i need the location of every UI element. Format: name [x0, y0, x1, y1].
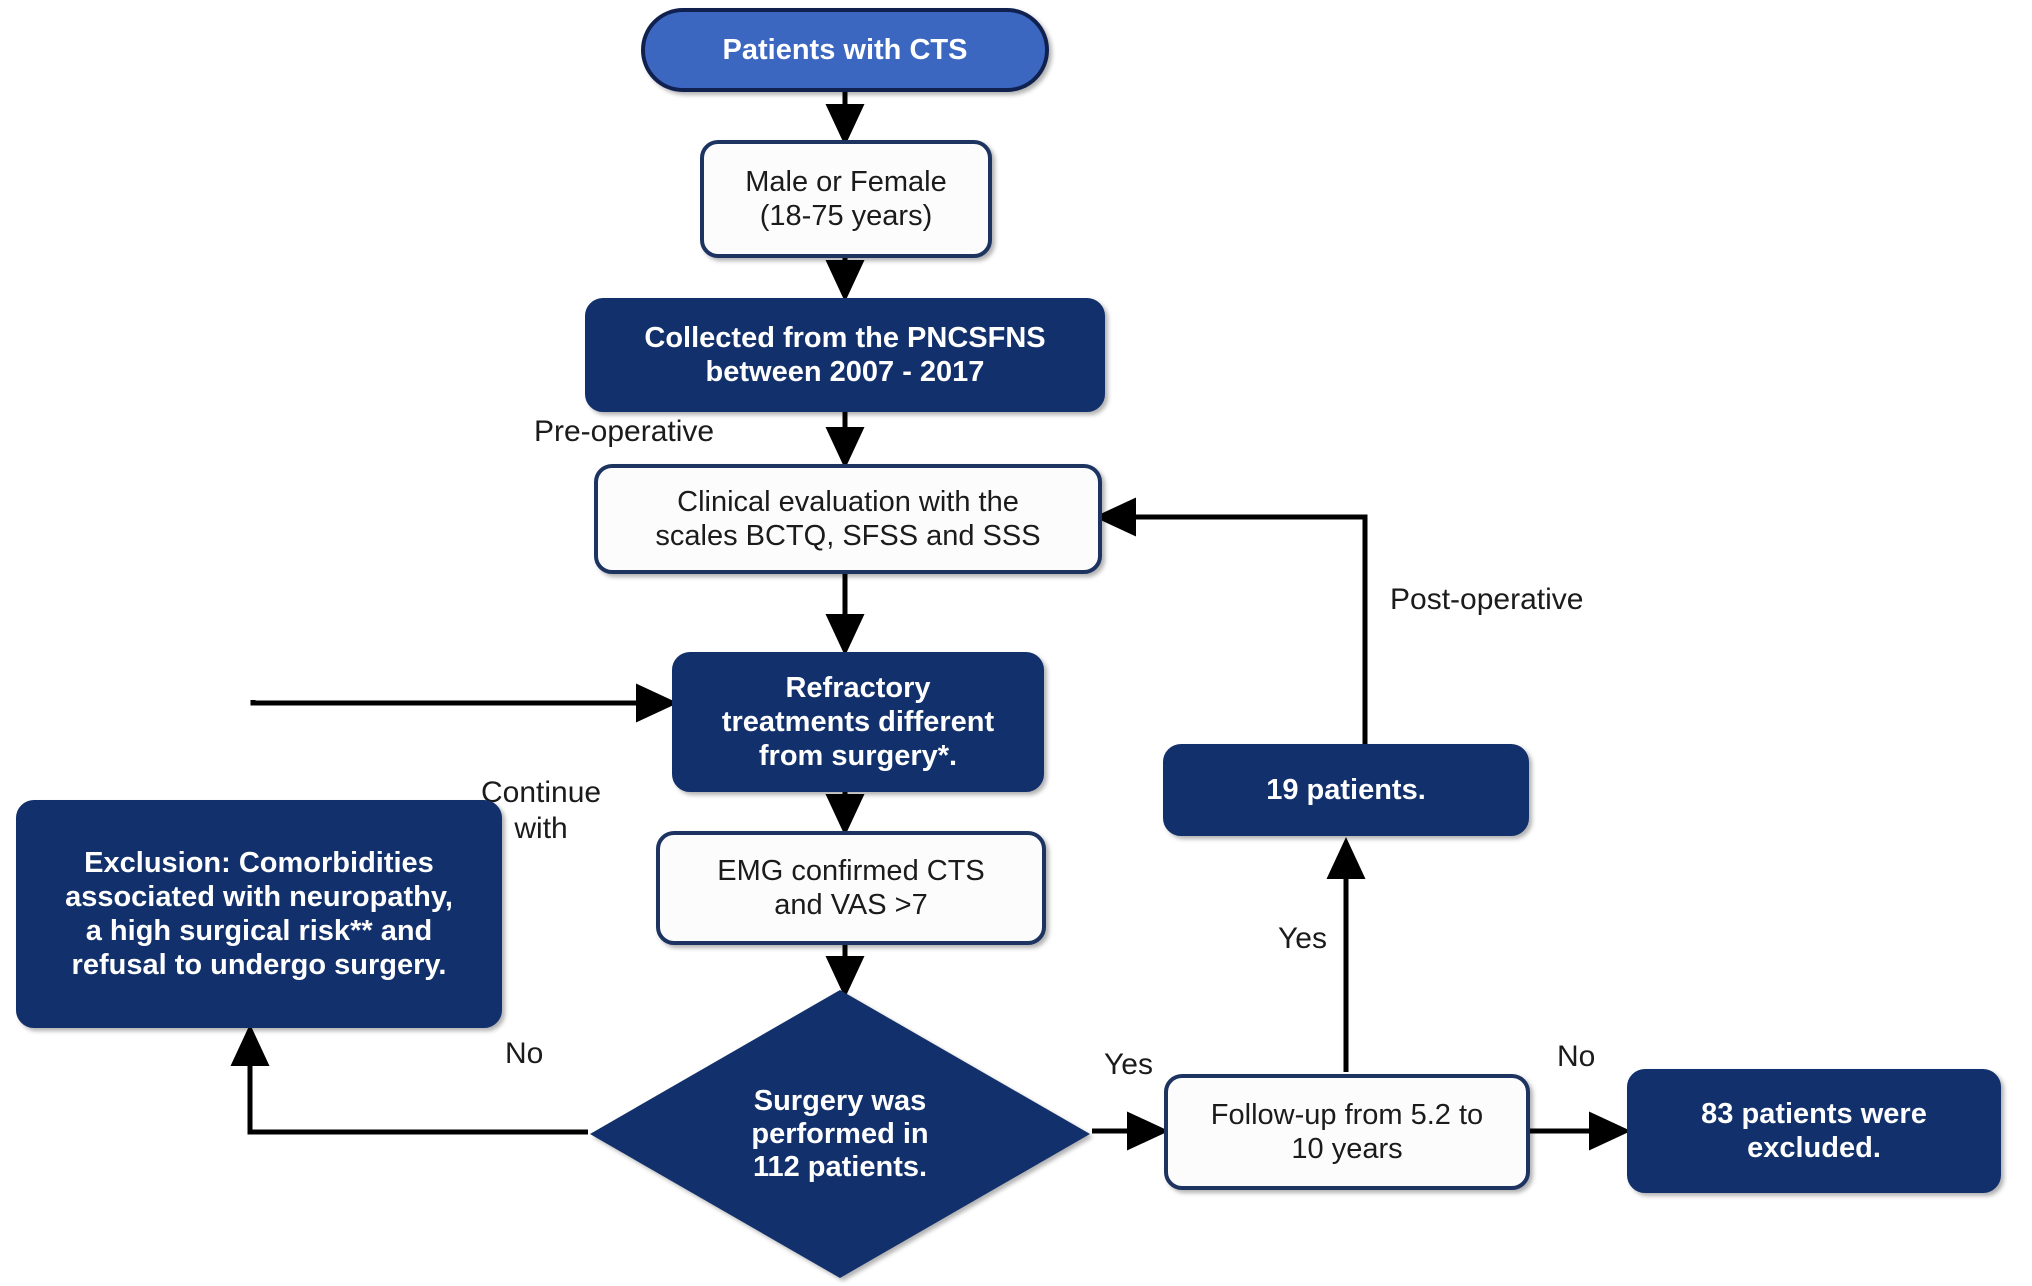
- node-label: Exclusion: Comorbidities associated with…: [65, 846, 453, 982]
- node-nineteen-patients[interactable]: 19 patients.: [1163, 744, 1529, 836]
- edge-label-yes-surgery: Yes: [1104, 1048, 1153, 1082]
- node-eligibility[interactable]: Male or Female (18-75 years): [700, 140, 992, 258]
- node-clinical-evaluation[interactable]: Clinical evaluation with the scales BCTQ…: [594, 464, 1102, 574]
- diamond-shape: [590, 990, 1090, 1278]
- node-data-source[interactable]: Collected from the PNCSFNS between 2007 …: [585, 298, 1105, 412]
- node-label: Patients with CTS: [722, 33, 968, 66]
- node-label: Collected from the PNCSFNS between 2007 …: [644, 321, 1046, 388]
- edge-label-text: No: [505, 1037, 544, 1070]
- node-label: Refractory treatments different from sur…: [721, 671, 995, 773]
- node-label: 83 patients were excluded.: [1701, 1097, 1927, 1164]
- edge-decision-no-to-exclusion: [230, 1023, 588, 1135]
- edge-label-text: Yes: [1278, 922, 1327, 955]
- edge-exclusion-to-refractory: [250, 683, 679, 723]
- edge-label-continue-with: Continue with: [481, 740, 601, 846]
- edge-label-text: Pre-operative: [534, 415, 715, 448]
- edge-label-post-operative: Post-operative: [1390, 583, 1583, 617]
- node-surgery-decision[interactable]: Surgery was performed in 112 patients.: [588, 988, 1092, 1280]
- edge-label-pre-operative: Pre-operative: [534, 415, 714, 449]
- edge-label-no-followup: No: [1557, 1040, 1595, 1074]
- edge-nineteen-to-clinical: [1093, 497, 1368, 745]
- edge-label-text: No: [1557, 1040, 1596, 1073]
- node-label: Follow-up from 5.2 to 10 years: [1210, 1098, 1484, 1165]
- node-label: EMG confirmed CTS and VAS >7: [717, 854, 985, 921]
- edge-label-no-surgery: No: [505, 1037, 543, 1071]
- node-label: 19 patients.: [1266, 773, 1426, 806]
- node-label: Surgery was performed in 112 patients.: [751, 1084, 929, 1183]
- node-emg-confirmation[interactable]: EMG confirmed CTS and VAS >7: [656, 831, 1046, 945]
- node-followup-period[interactable]: Follow-up from 5.2 to 10 years: [1164, 1074, 1530, 1190]
- node-patients-with-cts[interactable]: Patients with CTS: [641, 8, 1049, 92]
- edge-label-text: Yes: [1104, 1048, 1153, 1081]
- node-refractory-treatments[interactable]: Refractory treatments different from sur…: [672, 652, 1044, 792]
- node-label: Male or Female (18-75 years): [745, 165, 947, 232]
- node-eightythree-excluded[interactable]: 83 patients were excluded.: [1627, 1069, 2001, 1193]
- edge-label-yes-followup: Yes: [1278, 922, 1327, 956]
- edge-label-text: Continue with: [481, 776, 602, 845]
- edge-label-text: Post-operative: [1390, 583, 1584, 616]
- node-label-wrap: Surgery was performed in 112 patients.: [588, 988, 1092, 1280]
- node-exclusion-criteria[interactable]: Exclusion: Comorbidities associated with…: [16, 800, 502, 1028]
- node-label: Clinical evaluation with the scales BCTQ…: [655, 485, 1041, 552]
